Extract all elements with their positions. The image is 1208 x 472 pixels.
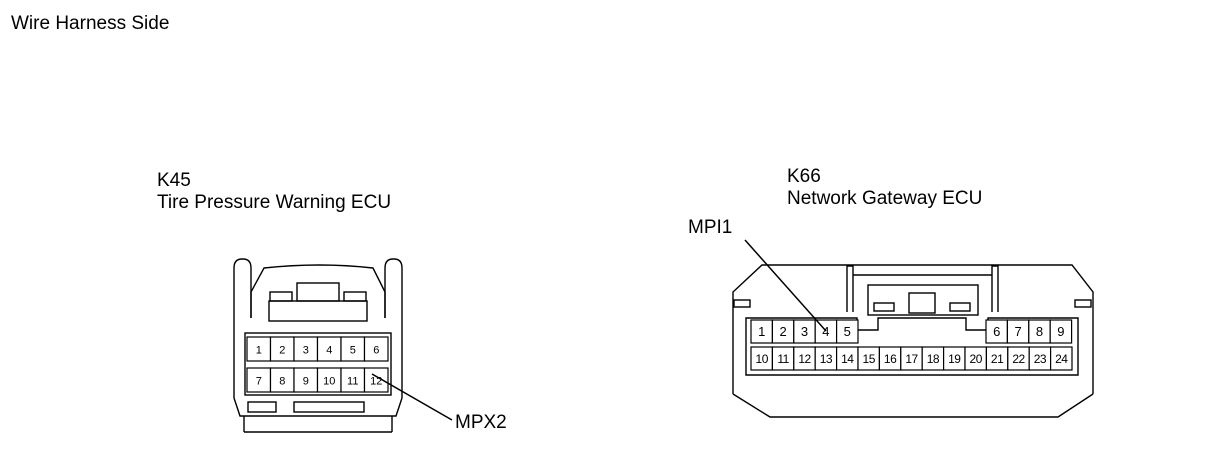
k45-pin-4-label: 4 (326, 345, 332, 357)
k66-pin-8-label: 8 (1036, 324, 1043, 339)
k66-pin-12-label: 12 (798, 352, 811, 366)
k66-pin-20-label: 20 (970, 352, 983, 366)
k66-pin-23-label: 23 (1034, 352, 1047, 366)
k66-pin-14-label: 14 (841, 352, 854, 366)
k66-pin-1-label: 1 (758, 324, 765, 339)
k66-pin-15-label: 15 (863, 352, 876, 366)
k45-pin-3-label: 3 (303, 345, 309, 357)
k66-pin-24-cell (1049, 346, 1073, 371)
mpx2-callout-label: MPX2 (455, 412, 507, 433)
k45-pin-10-label: 10 (323, 376, 335, 388)
k45-pin-8-label: 8 (279, 376, 285, 388)
k66-pin-24-label: 24 (1055, 352, 1068, 366)
k66-pin-19-label: 19 (948, 352, 961, 366)
k66-pin-10-label: 10 (756, 352, 769, 366)
k66-pin-3-label: 3 (801, 324, 808, 339)
k66-connector-name: Network Gateway ECU (787, 188, 983, 209)
k66-pin-16-label: 16 (884, 352, 897, 366)
mpx2-leader-line (371, 373, 453, 421)
k66-pin-13-label: 13 (820, 352, 833, 366)
k66-pin-21-label: 21 (991, 352, 1004, 366)
k66-pin-9-label: 9 (1057, 324, 1064, 339)
k45-pin-5-label: 5 (350, 345, 356, 357)
page-title: Wire Harness Side (11, 13, 170, 34)
k66-pin-7-label: 7 (1014, 324, 1021, 339)
k45-pin-6-cell (363, 336, 389, 362)
k45-pin-1-label: 1 (256, 345, 262, 357)
k66-pin-6-label: 6 (993, 324, 1000, 339)
k66-pin-11-label: 11 (777, 352, 789, 366)
k45-pin-9-label: 9 (303, 376, 309, 388)
k66-pin-5-label: 5 (844, 324, 851, 339)
mpi1-leader-line (744, 239, 827, 332)
k45-pin-12-cell (363, 367, 389, 393)
k66-pin-9-cell (1049, 319, 1073, 344)
k66-connector-code: K66 (787, 166, 821, 187)
k66-connector-face (732, 264, 1094, 418)
k45-connector-name: Tire Pressure Warning ECU (157, 192, 392, 213)
k66-pin-18-label: 18 (927, 352, 940, 366)
k45-pin-6-label: 6 (373, 345, 379, 357)
k45-pin-11-label: 11 (347, 376, 358, 388)
k66-pin-4-label: 4 (822, 324, 829, 339)
k45-pin-2-label: 2 (279, 345, 285, 357)
k66-pin-22-label: 22 (1012, 352, 1025, 366)
mpi1-callout-label: MPI1 (688, 217, 733, 238)
k66-pin-2-label: 2 (779, 324, 786, 339)
k66-pin-5-cell (835, 319, 859, 344)
k45-connector-code: K45 (157, 170, 191, 191)
k45-pin-7-label: 7 (256, 376, 262, 388)
k66-pin-17-label: 17 (905, 352, 918, 366)
k45-connector-face (233, 258, 403, 433)
